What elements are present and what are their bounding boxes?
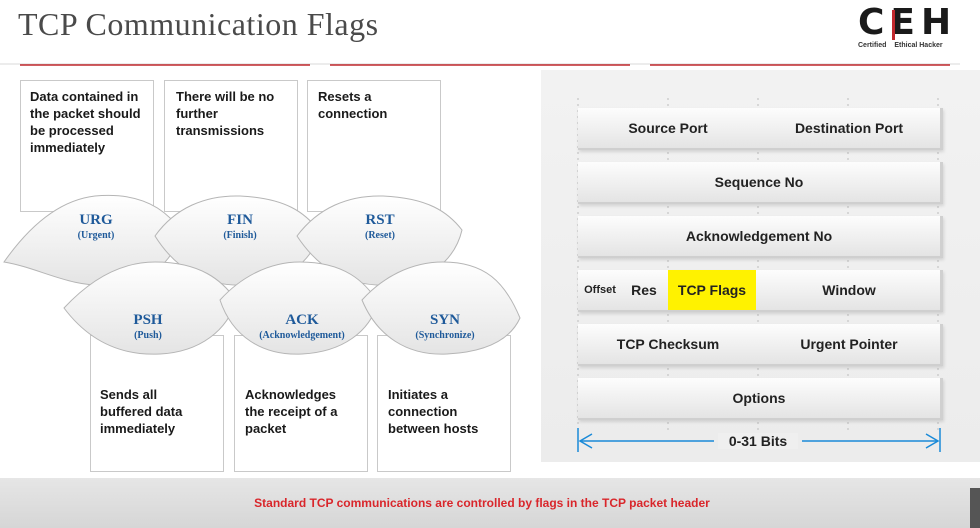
- petal-syn: [361, 261, 521, 355]
- rst-sub: (Reset): [365, 230, 395, 241]
- psh-sub: (Push): [134, 330, 162, 341]
- card-syn: [377, 335, 511, 472]
- field-tcp-flags: TCP Flags: [668, 270, 756, 310]
- card-rst: [307, 80, 441, 212]
- row-ack: Acknowledgement No: [578, 216, 943, 258]
- footer-bar: [0, 478, 980, 528]
- urg-sub: (Urgent): [77, 230, 115, 241]
- row-checksum: TCP Checksum Urgent Pointer: [578, 324, 943, 366]
- footer-caption: Standard TCP communications are controll…: [254, 496, 710, 510]
- ack-name: ACK: [285, 312, 319, 328]
- card-ack: [234, 335, 368, 472]
- psh-name: PSH: [133, 312, 163, 328]
- syn-description: Initiates a connection between hosts: [388, 387, 479, 436]
- card-urg: [20, 80, 154, 212]
- footer-strip: [970, 488, 980, 528]
- row-sequence: Sequence No: [578, 162, 943, 204]
- field-offset: Offset: [584, 284, 616, 296]
- syn-sub: (Synchronize): [415, 330, 475, 341]
- field-acknowledgement-no: Acknowledgement No: [685, 228, 833, 244]
- ack-description: Acknowledges the receipt of a packet: [245, 387, 338, 436]
- fin-sub: (Finish): [223, 230, 257, 241]
- card-psh: [90, 335, 224, 472]
- urg-label: URG (Urgent): [36, 212, 156, 241]
- page-title: TCP Communication Flags: [18, 6, 379, 42]
- psh-label: PSH (Push): [88, 312, 208, 341]
- logo-sub-ethical: Ethical Hacker: [894, 42, 943, 49]
- row-options: Options: [578, 378, 943, 420]
- urg-description: Data contained in the packet should be p…: [30, 89, 141, 155]
- syn-name: SYN: [429, 312, 460, 328]
- row-flags: Offset Res TCP Flags Window: [578, 270, 943, 312]
- urg-name: URG: [79, 212, 113, 228]
- fin-name: FIN: [227, 212, 253, 228]
- card-fin: [164, 80, 298, 212]
- ack-label: ACK (Acknowledgement): [242, 312, 362, 341]
- bits-arrow: [577, 428, 941, 452]
- rst-description: Resets a connection: [318, 89, 388, 121]
- fin-description: There will be no further transmissions: [176, 89, 275, 138]
- rst-name: RST: [365, 212, 395, 228]
- field-window: Window: [822, 282, 876, 298]
- field-source-port: Source Port: [628, 120, 708, 136]
- field-destination-port: Destination Port: [794, 120, 904, 136]
- syn-label: SYN (Synchronize): [385, 312, 505, 341]
- bits-label: 0-31 Bits: [718, 433, 798, 449]
- logo-subtitle: Certified Ethical Hacker: [858, 42, 949, 49]
- rst-label: RST (Reset): [320, 212, 440, 241]
- field-options: Options: [732, 390, 786, 406]
- ceh-logo: CEH Certified Ethical Hacker: [858, 2, 968, 52]
- title-rule: [0, 63, 960, 66]
- flag-petals: [3, 194, 521, 355]
- field-tcp-checksum: TCP Checksum: [616, 336, 720, 352]
- field-res: Res: [631, 282, 657, 298]
- psh-description: Sends all buffered data immediately: [100, 387, 183, 436]
- row-ports: Source Port Destination Port: [578, 108, 943, 150]
- fin-label: FIN (Finish): [180, 212, 300, 241]
- logo-divider: [892, 10, 895, 40]
- field-sequence-no: Sequence No: [714, 174, 804, 190]
- logo-letters: CEH: [858, 2, 958, 43]
- logo-sub-certified: Certified: [858, 42, 887, 49]
- ack-sub: (Acknowledgement): [259, 330, 345, 341]
- field-urgent-pointer: Urgent Pointer: [800, 336, 898, 352]
